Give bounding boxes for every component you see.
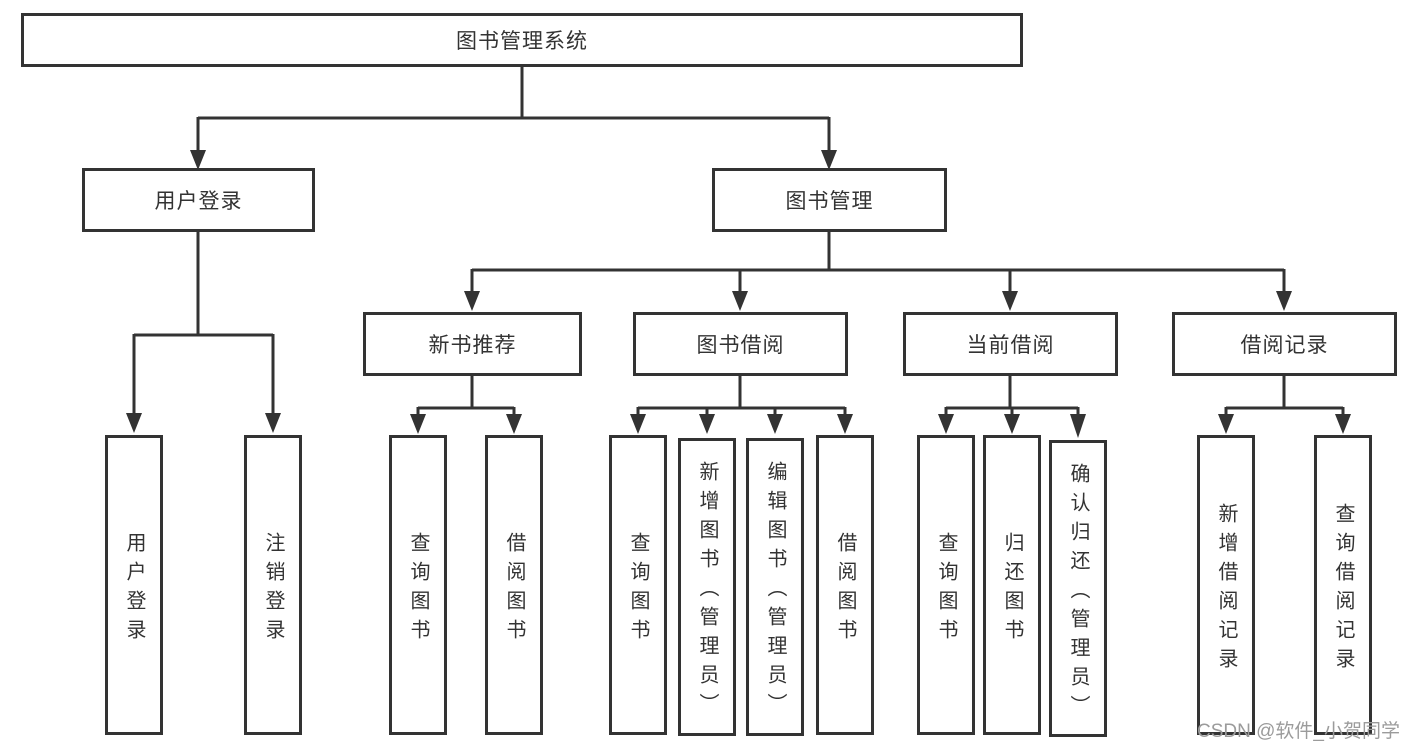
node-label: 查询借阅记录 (1332, 502, 1354, 677)
node-label: 查询图书 (627, 531, 649, 648)
node-label: 新增图书（管理员） (696, 461, 718, 722)
node-user-login: 用户登录 (82, 168, 315, 232)
node-nb-borrow-books: 借阅图书 (485, 435, 543, 735)
watermark: CSDN @软件_小贺同学 (1197, 721, 1400, 742)
node-new-book-recommend: 新书推荐 (363, 312, 582, 376)
node-label: 借阅图书 (503, 531, 525, 648)
node-br-add-record: 新增借阅记录 (1197, 435, 1255, 735)
node-cb-return-books: 归还图书 (983, 435, 1041, 735)
node-label: 注销登录 (262, 531, 284, 648)
node-bb-borrow-books: 借阅图书 (816, 435, 874, 735)
node-bb-edit-books-admin: 编辑图书（管理员） (746, 438, 804, 736)
node-logout: 注销登录 (244, 435, 302, 735)
node-user-login-leaf: 用户登录 (105, 435, 163, 735)
node-label: 查询图书 (935, 531, 957, 648)
node-library-management-system: 图书管理系统 (21, 13, 1023, 67)
node-label: 用户登录 (123, 531, 145, 648)
node-book-borrow: 图书借阅 (633, 312, 848, 376)
node-book-management: 图书管理 (712, 168, 947, 232)
node-cb-confirm-return-admin: 确认归还（管理员） (1049, 440, 1107, 737)
node-current-borrow: 当前借阅 (903, 312, 1118, 376)
node-nb-query-books: 查询图书 (389, 435, 447, 735)
node-borrow-records: 借阅记录 (1172, 312, 1397, 376)
node-label: 新增借阅记录 (1215, 502, 1237, 677)
node-cb-query-books: 查询图书 (917, 435, 975, 735)
node-label: 编辑图书（管理员） (764, 461, 786, 722)
node-label: 归还图书 (1001, 531, 1023, 648)
node-br-query-record: 查询借阅记录 (1314, 435, 1372, 735)
node-bb-add-books-admin: 新增图书（管理员） (678, 438, 736, 736)
node-bb-query-books: 查询图书 (609, 435, 667, 735)
node-label: 确认归还（管理员） (1067, 462, 1089, 724)
node-label: 查询图书 (407, 531, 429, 648)
node-label: 借阅图书 (834, 531, 856, 648)
